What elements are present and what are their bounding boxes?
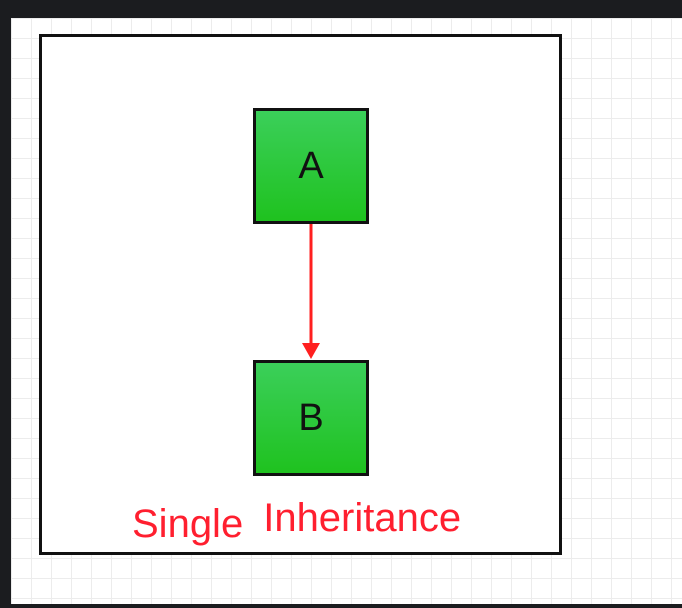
class-node-b-label: B bbox=[298, 396, 324, 439]
caption-word-inheritance: Inheritance bbox=[263, 496, 462, 540]
diagram-caption: Single Inheritance bbox=[132, 498, 461, 546]
class-node-a-label: A bbox=[298, 144, 324, 187]
class-node-b[interactable]: B bbox=[253, 360, 369, 476]
caption-word-single: Single bbox=[132, 502, 244, 546]
class-node-a[interactable]: A bbox=[253, 108, 369, 224]
